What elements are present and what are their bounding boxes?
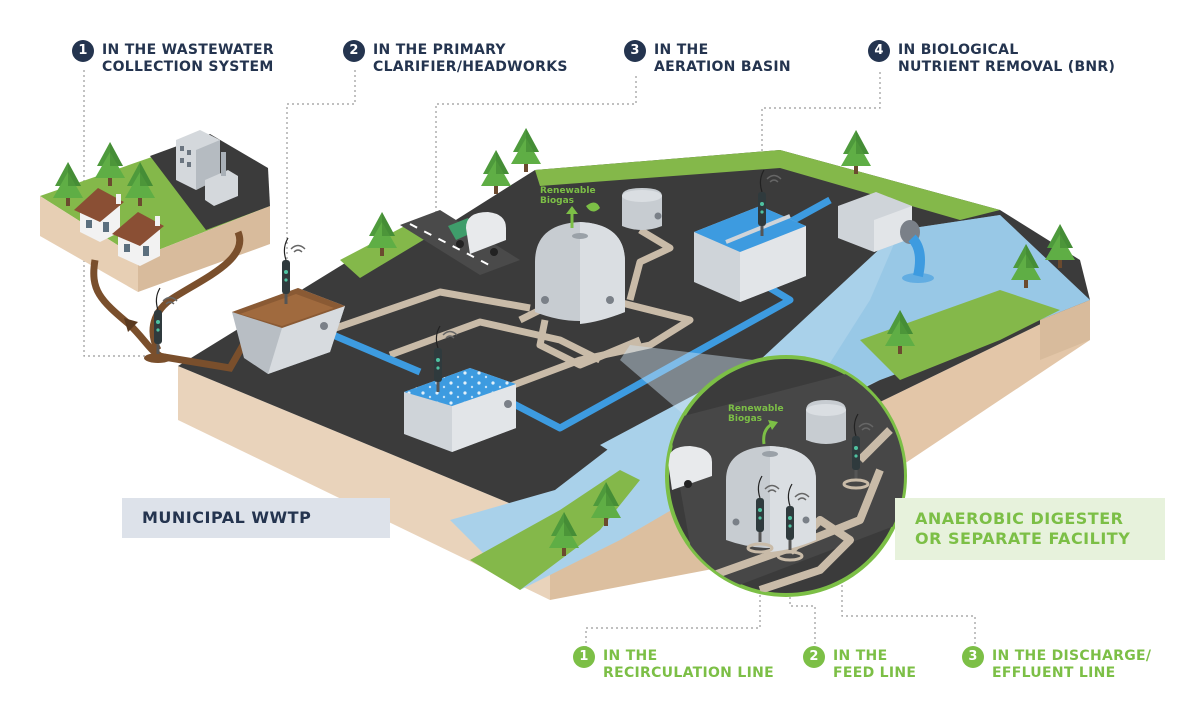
- biogas-label-main: Renewable Biogas: [540, 186, 596, 206]
- aeration-basin: [404, 325, 516, 452]
- tree-icon: [841, 130, 871, 174]
- callout-primary-clarifier: 2 IN THE PRIMARY CLARIFIER/HEADWORKS: [343, 40, 568, 76]
- bnr-basin: [694, 169, 806, 302]
- primary-clarifier: [232, 237, 345, 374]
- biogas-label-inset: Renewable Biogas: [728, 404, 784, 424]
- callout-line: IN THE: [603, 648, 658, 664]
- tank-icon: [622, 188, 662, 230]
- callout-line: RECIRCULATION LINE: [603, 665, 774, 681]
- influent-pipe: [157, 338, 250, 372]
- callout-aeration-basin: 3 IN THE AERATION BASIN: [624, 40, 791, 76]
- callout-bnr: 4 IN BIOLOGICAL NUTRIENT REMOVAL (BNR): [868, 40, 1116, 76]
- inset-anaerobic-digester: [665, 355, 907, 597]
- callout-line: IN BIOLOGICAL: [898, 42, 1019, 58]
- truck-icon: [448, 212, 506, 256]
- anaerobic-banner-line1: ANAEROBIC DIGESTER: [915, 509, 1124, 528]
- outfall-structure: [838, 192, 934, 283]
- callout-line: IN THE PRIMARY: [373, 42, 506, 58]
- biogas-label-inset-line2: Biogas: [728, 414, 763, 424]
- callout-number: 1: [72, 40, 94, 62]
- callout-line: IN THE: [833, 648, 888, 664]
- callout-recirculation-line: 1 IN THE RECIRCULATION LINE: [573, 646, 774, 682]
- callout-line: FEED LINE: [833, 665, 917, 681]
- callout-feed-line: 2 IN THE FEED LINE: [803, 646, 917, 682]
- callout-number: 2: [343, 40, 365, 62]
- callout-number: 3: [624, 40, 646, 62]
- callout-number: 3: [962, 646, 984, 668]
- biogas-label-main-line2: Biogas: [540, 196, 575, 206]
- factory-icon: [176, 130, 238, 206]
- callout-line: COLLECTION SYSTEM: [102, 59, 274, 75]
- callout-line: IN THE DISCHARGE/: [992, 648, 1152, 664]
- house-icon: [74, 188, 124, 242]
- biogas-label-main-line1: Renewable: [540, 186, 596, 196]
- callout-line: NUTRIENT REMOVAL (BNR): [898, 59, 1116, 75]
- house-icon: [112, 212, 164, 266]
- biogas-label-inset-line1: Renewable: [728, 404, 784, 414]
- digester-tank: [535, 222, 625, 324]
- callout-number: 2: [803, 646, 825, 668]
- water-pipes: [324, 196, 832, 432]
- anaerobic-banner-line2: OR SEPARATE FACILITY: [915, 529, 1131, 548]
- callout-line: CLARIFIER/HEADWORKS: [373, 59, 568, 75]
- callout-line: IN THE: [654, 42, 709, 58]
- anaerobic-digester-banner: ANAEROBIC DIGESTER OR SEPARATE FACILITY: [895, 498, 1165, 560]
- callout-line: AERATION BASIN: [654, 59, 791, 75]
- inset-zoom-cone: [620, 345, 770, 420]
- wifi-icon: [290, 244, 306, 253]
- sludge-pipes: [328, 226, 694, 394]
- callout-line: IN THE WASTEWATER: [102, 42, 274, 58]
- callout-number: 1: [573, 646, 595, 668]
- callout-number: 4: [868, 40, 890, 62]
- biogas-arrow: [566, 206, 578, 228]
- tree-icon: [511, 128, 541, 172]
- leaf-icon: [586, 202, 600, 212]
- callout-collection-system: 1 IN THE WASTEWATER COLLECTION SYSTEM: [72, 40, 274, 76]
- callout-line: EFFLUENT LINE: [992, 665, 1116, 681]
- tree-icon: [481, 150, 511, 194]
- residential-block: [40, 130, 270, 360]
- municipal-wwtp-banner: MUNICIPAL WWTP: [122, 498, 390, 538]
- callout-discharge-line: 3 IN THE DISCHARGE/ EFFLUENT LINE: [962, 646, 1152, 682]
